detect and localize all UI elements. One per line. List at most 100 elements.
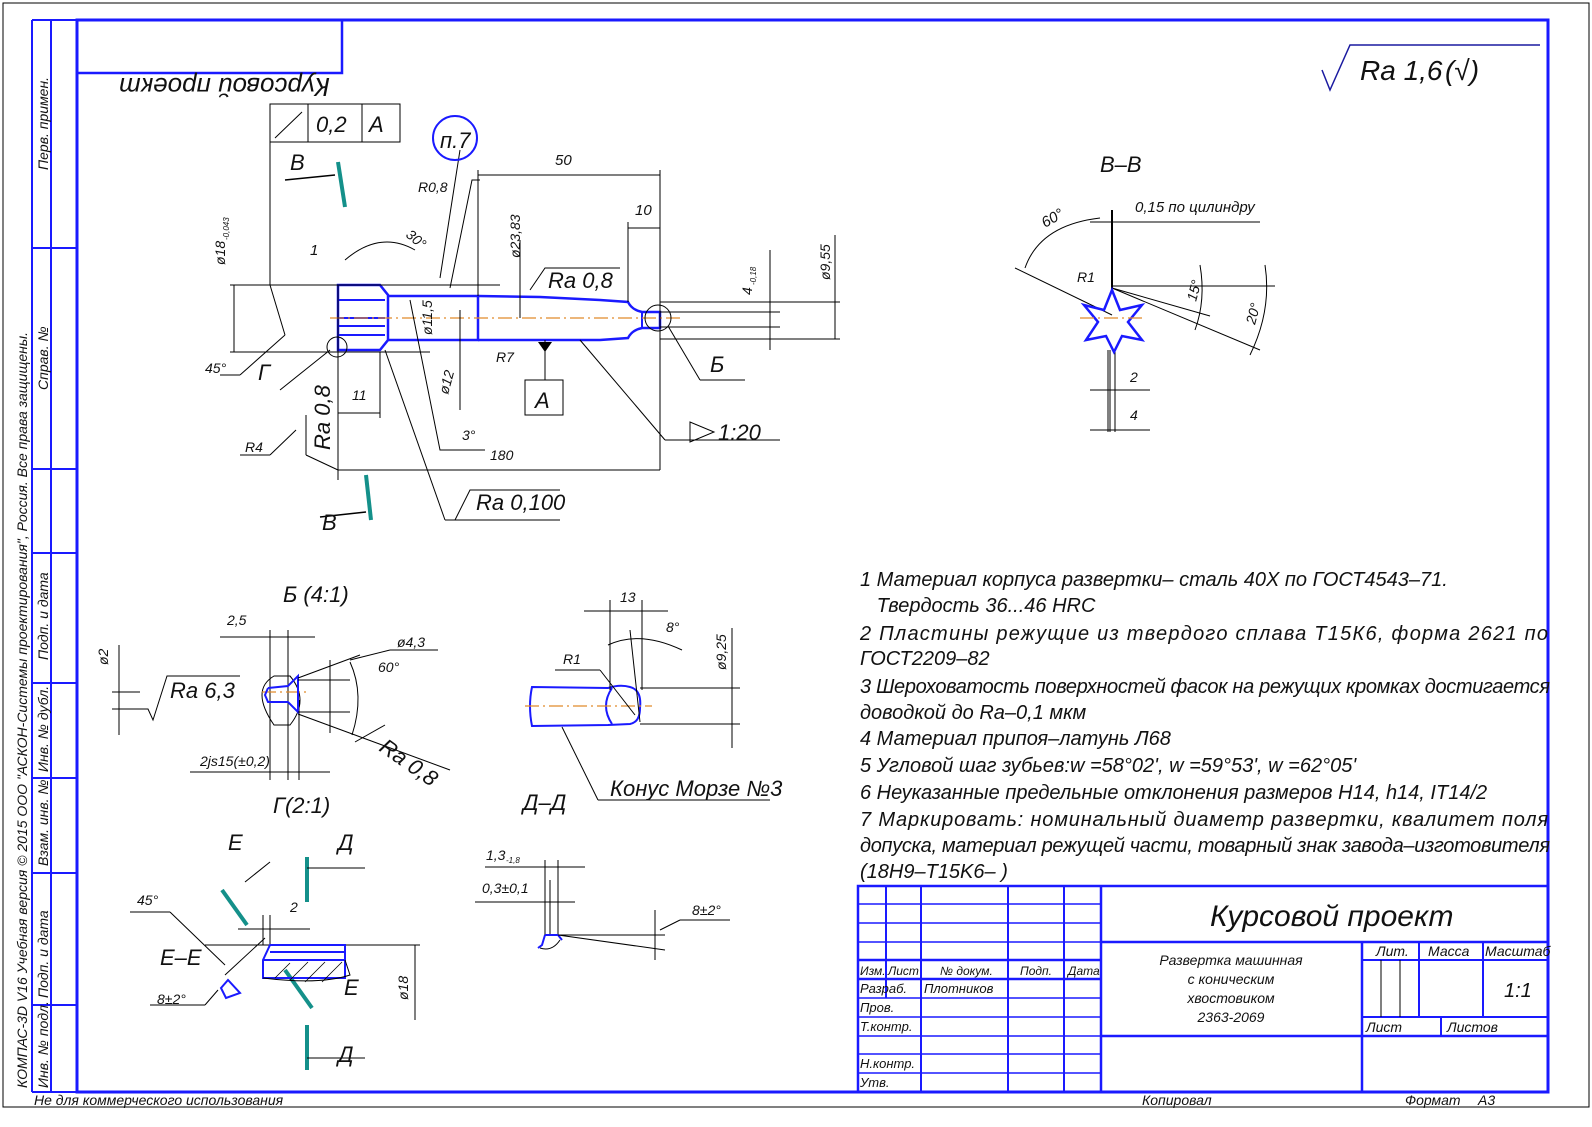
general-roughness-suffix: (√)	[1445, 55, 1479, 86]
dim-ang45: 45°	[205, 360, 227, 376]
note-line: 1 Материал корпуса развертки– сталь 40Х …	[860, 569, 1448, 591]
tb-header: Подп.	[1020, 964, 1052, 978]
side-cell-label: Взам. инв. №	[35, 779, 51, 866]
dd-ang8: 8±2°	[692, 902, 721, 918]
section-dd-drawing	[475, 860, 730, 960]
section-vv-title: В–В	[1100, 152, 1142, 177]
technical-notes: 1 Материал корпуса развертки– сталь 40Х …	[859, 569, 1550, 883]
section-line-marker	[364, 474, 373, 521]
dim-len1: 1	[310, 242, 318, 259]
mirrored-stamp-text: Курсовой проект	[119, 72, 330, 102]
vv-ang15: 15°	[1183, 278, 1204, 303]
note-line: 3 Шероховатость поверхностей фасок на ре…	[860, 676, 1550, 698]
dim-r08: R0,8	[418, 179, 448, 195]
vv-note: 0,15 по цилиндру	[1135, 199, 1256, 216]
roughness-ra08: Ra 0,8	[548, 268, 614, 293]
side-cell-label: Перв. примен.	[35, 77, 51, 170]
detail-b-len25: 2,5	[226, 612, 247, 628]
tb-header: Изм.	[860, 964, 886, 978]
side-cell-label: Справ. №	[35, 326, 51, 390]
taper-value: 1:20	[718, 420, 762, 445]
callout-label: п.7	[440, 128, 471, 153]
detail-b-js15: 2js15(±0,2)	[199, 753, 270, 769]
tb-mass-label: Масса	[1428, 943, 1470, 959]
tail-morse: Конус Морзе №3	[610, 776, 783, 801]
dim-r4: R4	[245, 439, 263, 455]
dim-r7: R7	[496, 349, 515, 365]
detail-g-ang45: 45°	[137, 892, 159, 908]
tb-role: Утв.	[859, 1075, 890, 1090]
vv-ang20: 20°	[1242, 301, 1263, 327]
part-name-line: 2363-2069	[1197, 1009, 1265, 1025]
dim-d115: ø11,5	[419, 300, 435, 335]
dd-dim03: 0,3±0,1	[482, 880, 529, 896]
section-dd-title: Д–Д	[520, 790, 566, 815]
detail-g-drawing	[130, 857, 420, 1070]
tb-developer: Плотников	[924, 981, 994, 996]
detail-b-ra08: Ra 0,8	[375, 734, 443, 792]
tb-scale-label: Масштаб	[1485, 943, 1552, 959]
tail-len13: 13	[620, 589, 636, 605]
section-label-v: В	[290, 150, 305, 175]
general-roughness-symbol	[1321, 44, 1540, 92]
note-line: Твердость 36...46 HRC	[860, 595, 1096, 617]
detail-b-title: Б (4:1)	[283, 582, 349, 607]
note-line: доводкой до Ra–0,1 мкм	[860, 702, 1087, 724]
roughness-ra0100: Ra 0,100	[476, 490, 566, 515]
dd-dim13: 1,3	[486, 847, 506, 863]
detail-mark-g: Г	[258, 360, 272, 385]
tail-d925: ø9,25	[713, 634, 729, 670]
detail-b-ang60: 60°	[378, 659, 400, 675]
mirrored-stamp-box	[75, 18, 344, 75]
tb-role: Разраб.	[860, 981, 907, 996]
dim-d955: ø9,55	[817, 244, 833, 280]
vv-dim4: 4	[1130, 407, 1138, 423]
roughness-ra08-vertical: Ra 0,8	[310, 384, 335, 450]
copyright-text: КОМПАС-3D V16 Учебная версия © 2015 ООО …	[14, 332, 30, 1088]
detail-b-d2: ø2	[95, 648, 111, 665]
tb-role: Пров.	[860, 1000, 894, 1015]
tolerance-datum: А	[367, 112, 384, 137]
dim-len11: 11	[352, 387, 367, 403]
side-cell-label: Подп. и дата	[35, 572, 51, 660]
side-strip	[31, 19, 77, 1093]
format-value: А3	[1477, 1092, 1495, 1108]
tb-sheet-label: Лист	[1365, 1019, 1402, 1035]
tb-role: Н.контр.	[860, 1056, 915, 1071]
datum-label: А	[533, 388, 550, 413]
tolerance-value: 0,2	[316, 112, 347, 137]
tail-ang8: 8°	[666, 619, 680, 635]
note-line: 4 Материал припоя–латунь Л68	[860, 728, 1171, 750]
tb-role: Т.контр.	[860, 1019, 912, 1034]
dim-d12: ø12	[435, 368, 457, 396]
vv-r1: R1	[1077, 269, 1095, 285]
dim-ang30: 30°	[403, 226, 430, 252]
dim-len10: 10	[635, 202, 652, 219]
format-label: Формат	[1405, 1092, 1461, 1108]
section-arrow	[319, 511, 367, 518]
detail-g-d-mark: Д	[335, 1042, 354, 1067]
detail-mark-b: Б	[710, 352, 724, 377]
title-block-title: Курсовой проект	[1210, 900, 1453, 933]
tb-header: Лист	[887, 964, 919, 978]
detail-g-ang8: 8±2°	[157, 991, 186, 1007]
tb-lit-label: Лит.	[1375, 943, 1409, 959]
tb-sheets-label: Листов	[1446, 1019, 1498, 1035]
trim-border	[2, 2, 1590, 1108]
tb-header: Дата	[1066, 964, 1100, 978]
non-commercial-note: Не для коммерческого использования	[34, 1092, 284, 1108]
note-line: 6 Неуказанные предельные отклонения разм…	[860, 782, 1487, 804]
dim-d18: ø18	[212, 241, 228, 265]
dim-ang3: 3°	[462, 427, 476, 443]
note-line: 5 Угловой шаг зубьев:w =58°02', w =59°53…	[860, 755, 1357, 777]
tb-scale-value: 1:1	[1504, 980, 1532, 1002]
note-line: (18H9–T15K6– )	[860, 861, 1008, 883]
detail-b-d43: ø4,3	[397, 634, 425, 650]
detail-b-ra63: Ra 6,3	[170, 678, 236, 703]
vv-dim2: 2	[1129, 369, 1138, 385]
side-cell-label: Подп. и дата	[35, 910, 51, 998]
part-name-line: с коническим	[1188, 971, 1275, 987]
section-arrow	[284, 174, 336, 181]
section-label-v: В	[322, 510, 337, 535]
